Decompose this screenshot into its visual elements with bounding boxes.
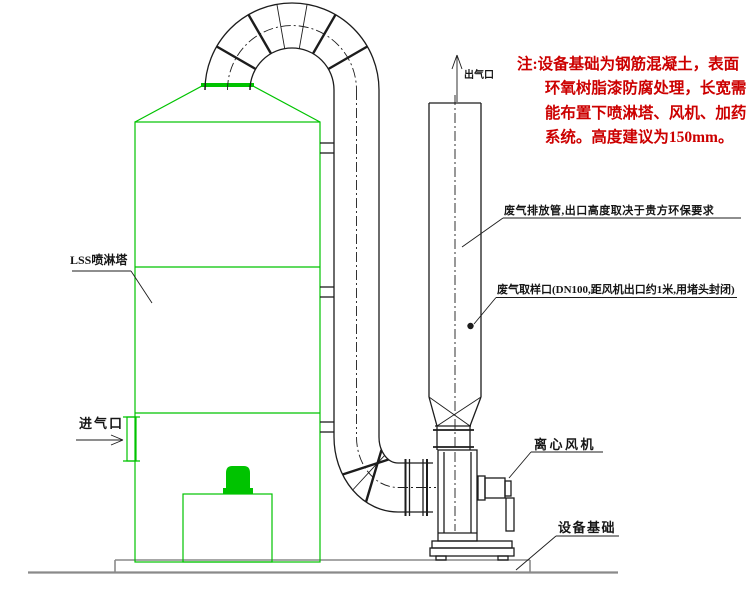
exhaust-stack	[428, 95, 482, 450]
pump-base	[223, 488, 253, 494]
centrifugal-fan	[429, 449, 515, 561]
note-line: 系统。高度建议为150mm。	[544, 128, 734, 146]
stack-transition	[428, 396, 482, 427]
inlet-arrow	[76, 434, 124, 446]
tower-body	[134, 121, 321, 563]
label-equipment-foundation: 设备基础	[558, 520, 617, 535]
label-exhaust-pipe: 废气排放管,出口高度取决于贵方环保要求	[504, 205, 715, 217]
label-air-inlet: 进气口	[79, 416, 125, 431]
label-sampling-port: 废气取样口(DN100,距风机出口约1米,用堵头封闭)	[497, 284, 735, 296]
spray-tower	[123, 83, 321, 563]
dosing-tank	[182, 493, 273, 563]
duct-elbow	[333, 436, 399, 513]
note-line: 环氧树脂漆防腐处理，长宽需	[544, 80, 746, 98]
sampling-port-dot	[467, 322, 474, 330]
downcomer-duct	[320, 90, 436, 516]
foundation-slab	[28, 559, 618, 574]
inlet-flange	[123, 416, 140, 462]
fan-base-frame	[429, 540, 515, 561]
note-text: 注:设备基础为钢筋混凝土，表面 环氧树脂漆防腐处理，长宽需 能布置下喷淋塔、风机…	[517, 53, 746, 150]
pump	[226, 466, 250, 494]
duct-arch	[204, 2, 380, 91]
duct-flange	[320, 142, 334, 433]
note-line: 注:设备基础为钢筋混凝土，表面	[517, 56, 740, 73]
note-line: 能布置下喷淋塔、风机、加药	[544, 104, 746, 122]
outlet-arrow	[451, 54, 463, 102]
leader-lines	[72, 217, 741, 571]
label-centrifugal-fan: 离心风机	[534, 437, 597, 452]
fan-motor	[477, 475, 515, 532]
label-spray-tower: LSS喷淋塔	[70, 253, 128, 267]
tower-cone	[134, 85, 321, 123]
motor-stand	[505, 497, 515, 532]
fan-inlet-flange	[404, 459, 428, 516]
fan-outlet-flange	[433, 425, 474, 450]
label-air-outlet: 出气口	[464, 70, 494, 81]
